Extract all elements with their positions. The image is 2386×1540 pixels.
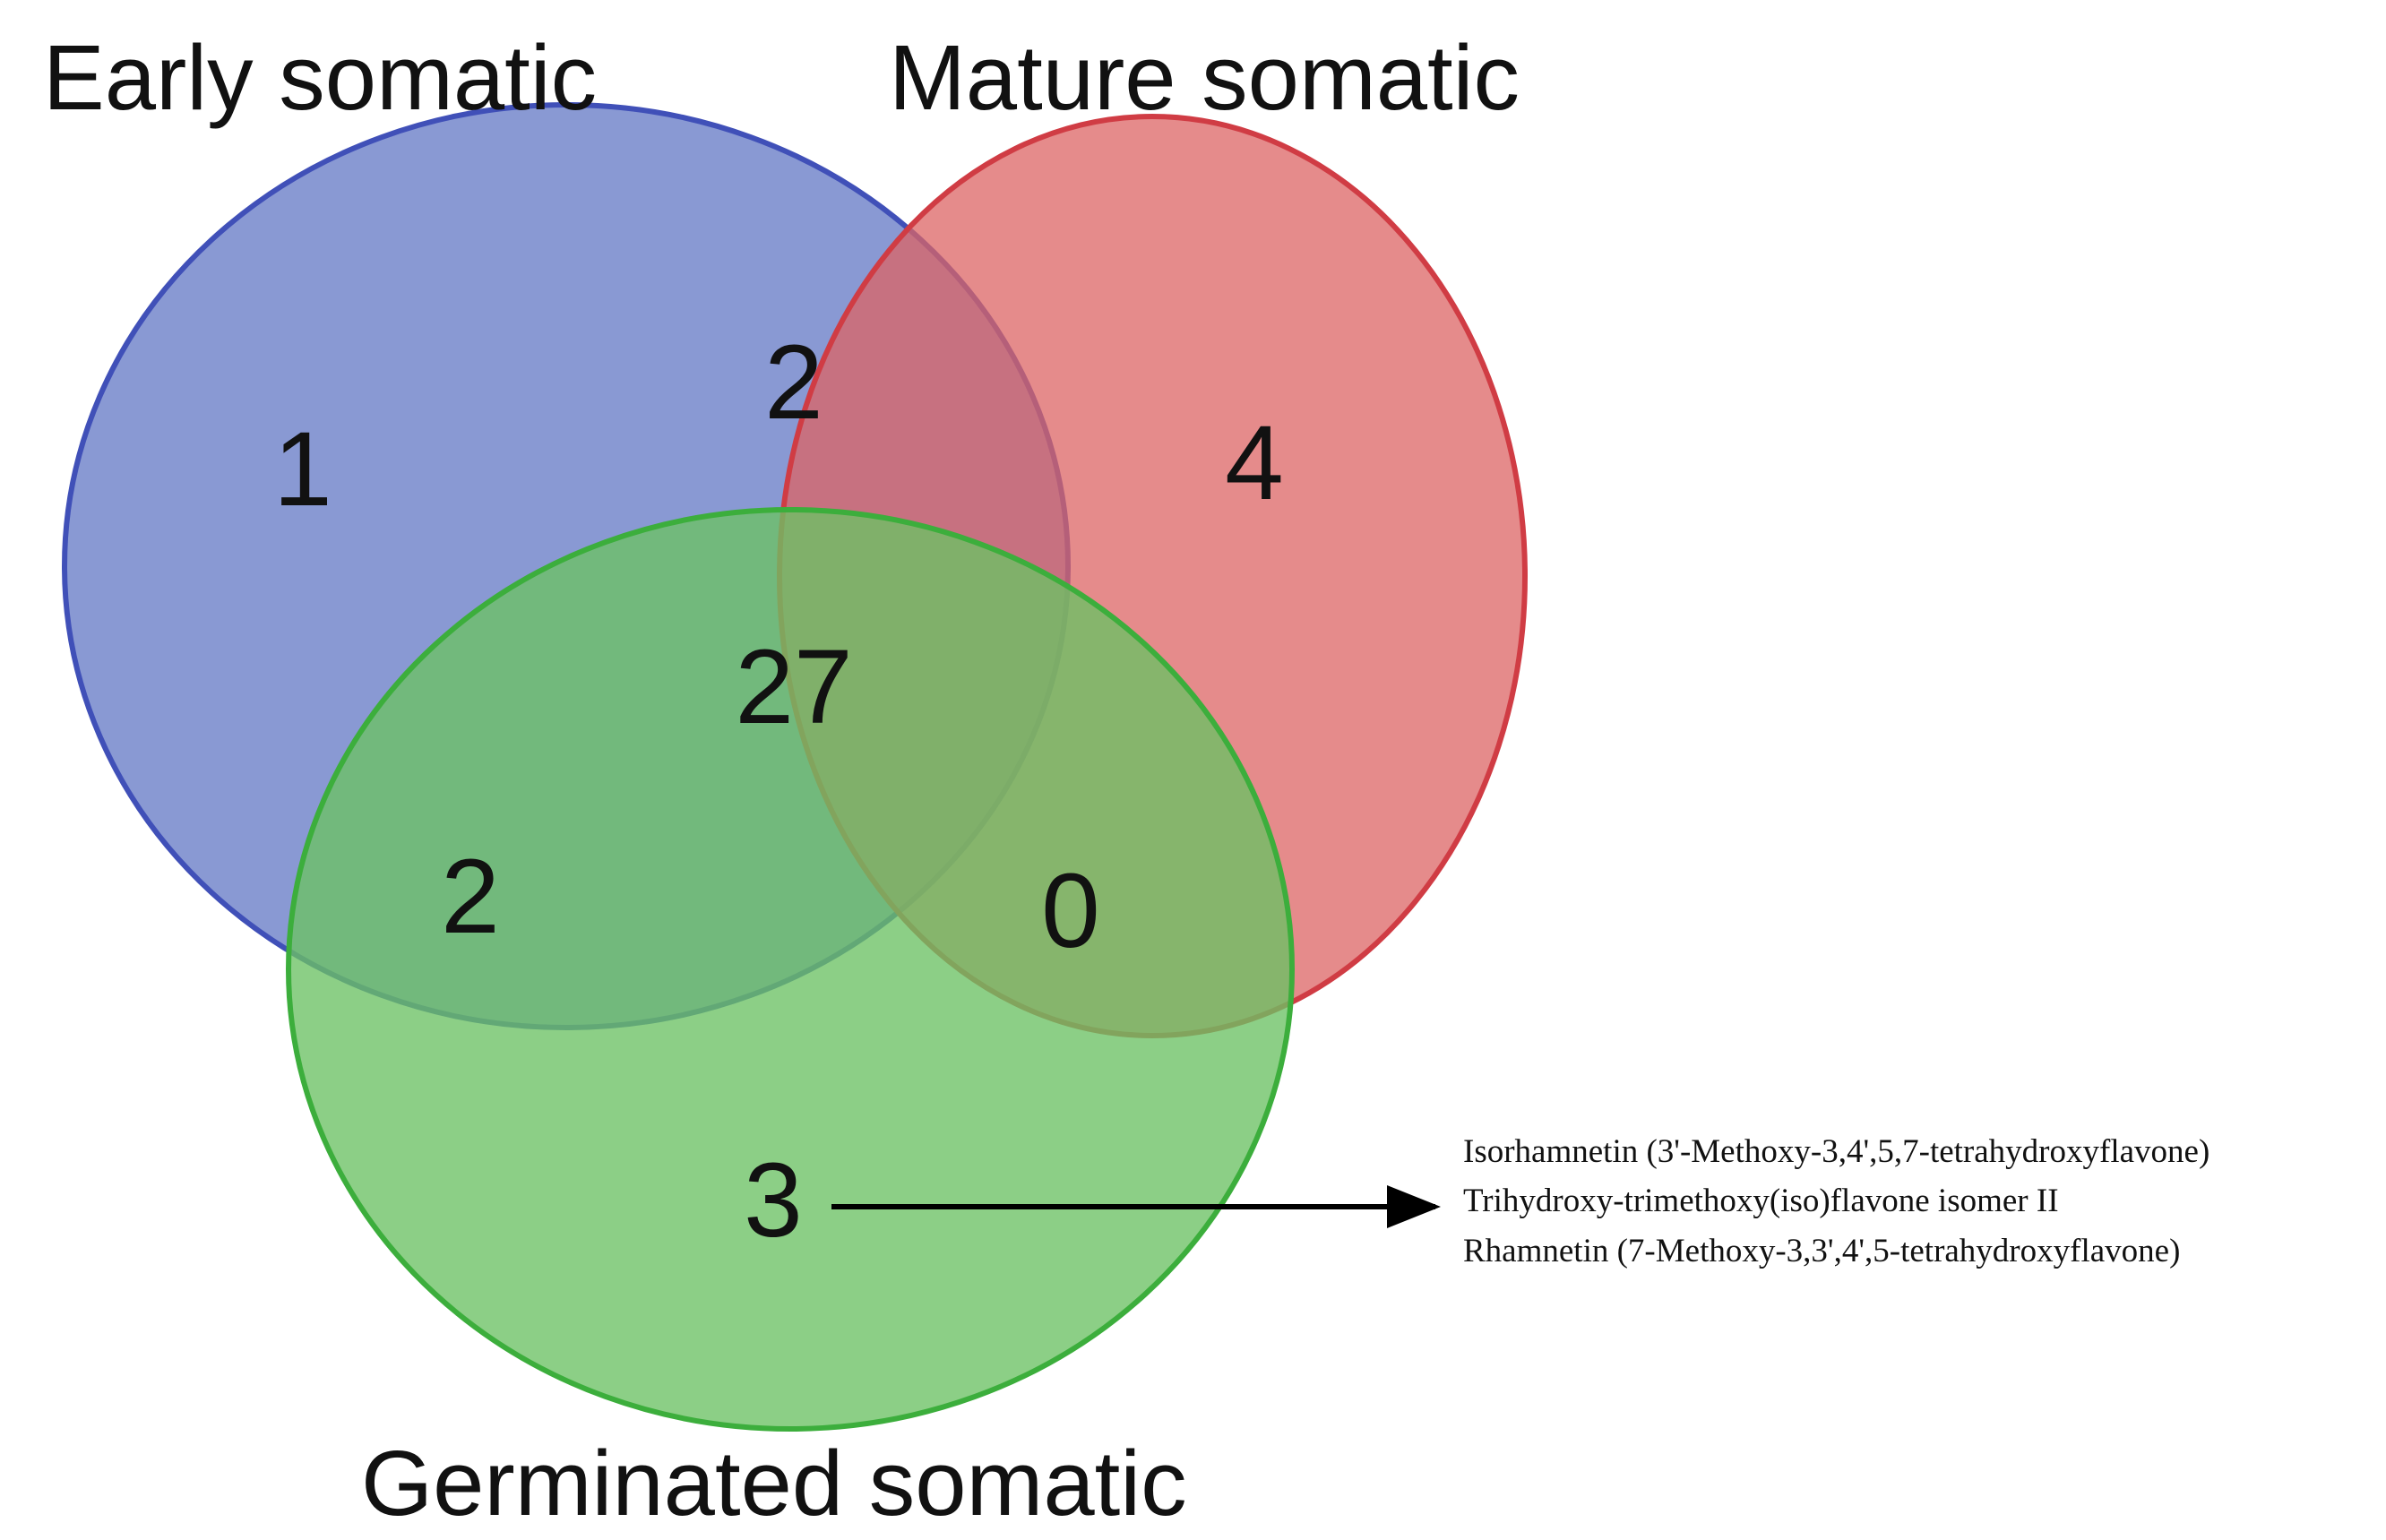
count-early-germinated: 2	[441, 838, 500, 956]
count-germinated-only: 3	[744, 1141, 803, 1260]
annotation-line-1: Isorhamnetin (3'-Methoxy-3,4',5,7-tetrah…	[1463, 1133, 2209, 1170]
early-somatic-label: Early somatic	[43, 26, 597, 129]
count-all-three: 27	[735, 628, 852, 746]
germinated-somatic-label: Germinated somatic	[361, 1432, 1187, 1535]
count-mature-germinated: 0	[1041, 852, 1100, 970]
count-early-only: 1	[273, 410, 332, 529]
annotation-line-2: Trihydroxy-trimethoxy(iso)flavone isomer…	[1463, 1183, 2059, 1219]
germinated-somatic-circle	[286, 507, 1295, 1432]
count-early-mature: 2	[764, 323, 823, 442]
annotation-line-3: Rhamnetin (7-Methoxy-3,3',4',5-tetrahydr…	[1463, 1233, 2180, 1269]
count-mature-only: 4	[1225, 404, 1284, 522]
mature-somatic-label: Mature somatic	[889, 26, 1520, 129]
